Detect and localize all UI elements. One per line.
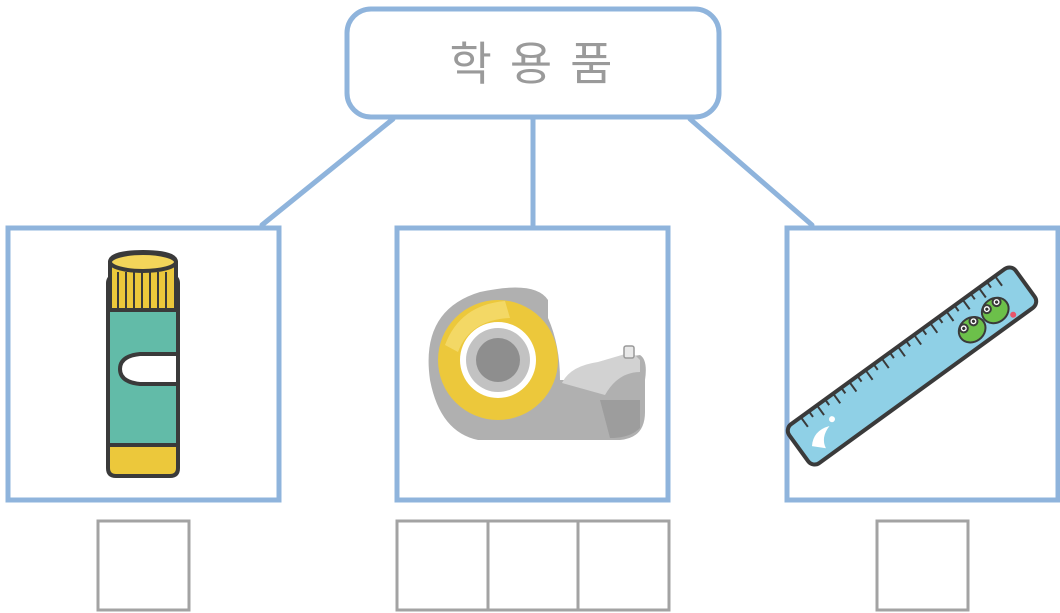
answer-box-tape-1[interactable] — [395, 519, 490, 612]
answer-box-ruler[interactable] — [875, 519, 970, 612]
root-title: 학용품 — [450, 37, 631, 91]
answer-box-tape-3[interactable] — [576, 519, 671, 612]
answer-box-tape-2[interactable] — [486, 519, 580, 612]
connector-right — [687, 116, 815, 228]
answer-boxes — [96, 519, 970, 612]
root-node: 학용품 — [344, 6, 722, 120]
tape-dispenser-icon — [428, 287, 646, 440]
connector-lines — [259, 116, 815, 228]
connector-left — [259, 116, 396, 228]
root-box — [344, 6, 722, 120]
ruler-icon — [785, 265, 1039, 467]
answer-box-glue-stick[interactable] — [96, 519, 191, 612]
glue-stick-icon — [106, 250, 180, 478]
